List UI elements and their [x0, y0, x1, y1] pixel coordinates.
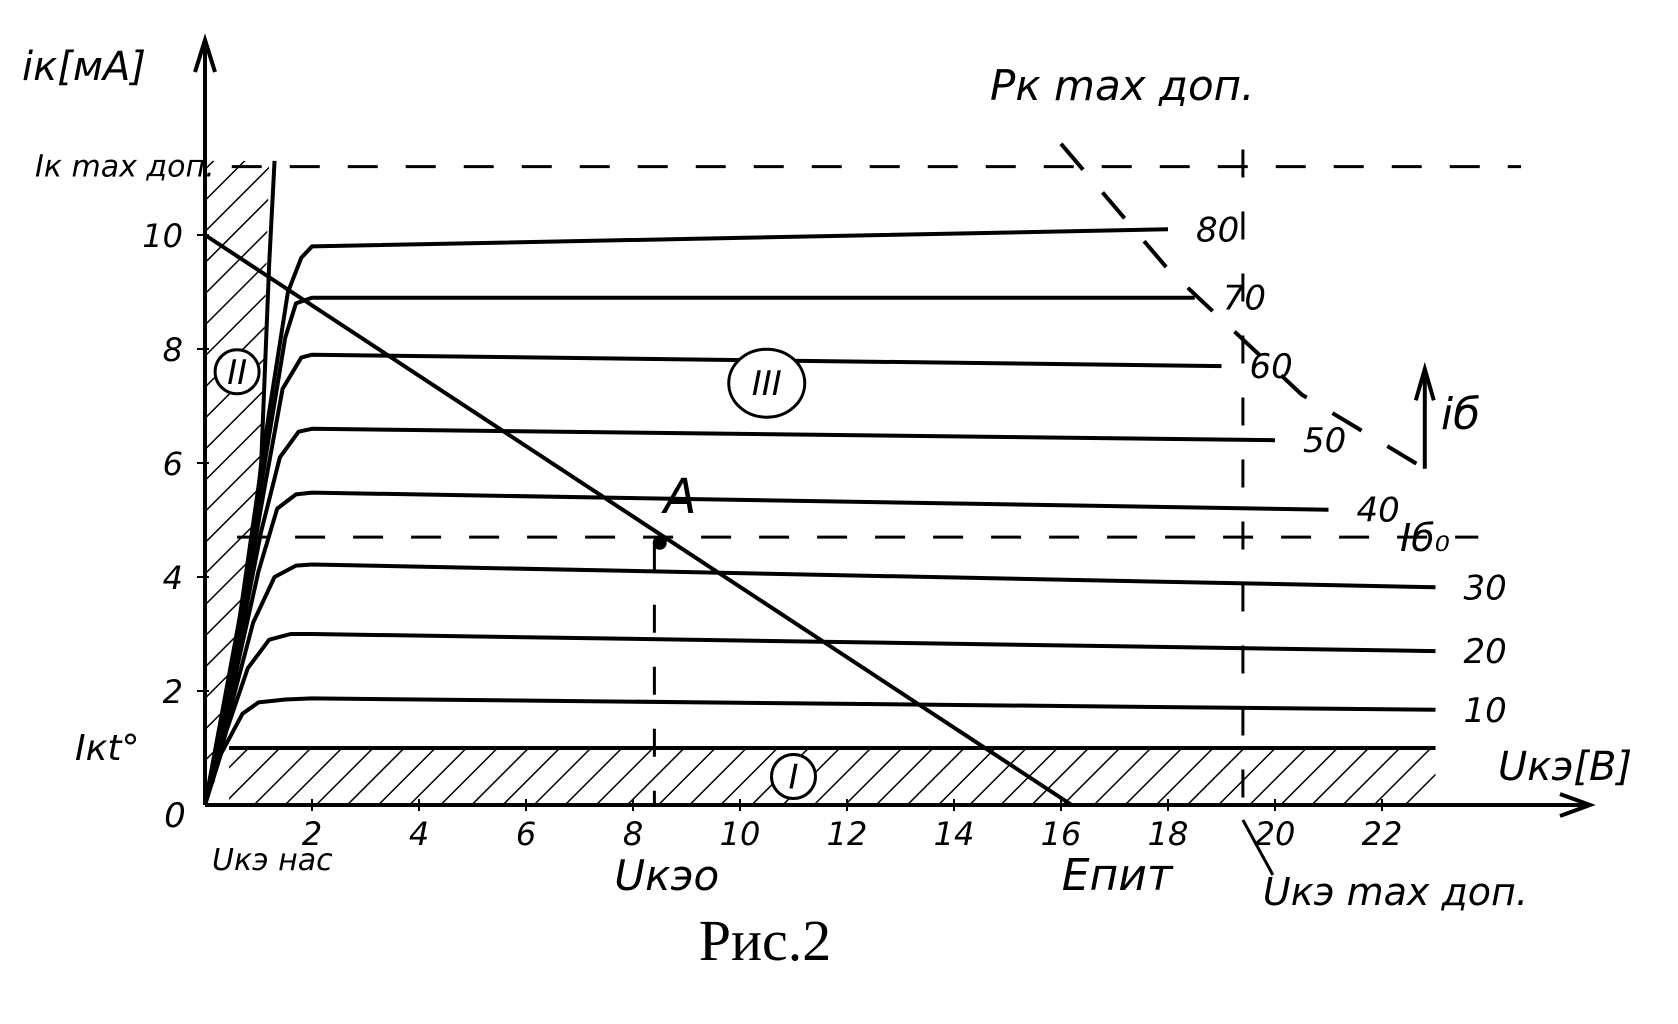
x-tick-label: 6 [516, 815, 536, 853]
ik-max-label: Iк max доп. [35, 150, 215, 185]
load-line [203, 233, 1073, 807]
region-iii-circle [727, 347, 807, 419]
curve-ib-40 [203, 490, 1329, 806]
x-tick-label: 16 [1041, 815, 1082, 853]
y-axis-arrow [193, 33, 217, 73]
pk-max-label: Pк max доп. [990, 61, 1254, 110]
curve-ib-70 [203, 295, 1195, 806]
y-tick-label: 4 [163, 559, 183, 597]
x-tick-label: 8 [623, 815, 643, 853]
origin-label: 0 [164, 796, 186, 836]
x-axis-title: Uкэ[В] [1498, 744, 1632, 790]
curve-label-30: 30 [1464, 568, 1507, 608]
uke-sat-label: Uкэ нас [212, 843, 333, 878]
region-i-hatch [229, 748, 1436, 805]
region-i-label: I [788, 758, 798, 798]
curve-label-10: 10 [1464, 691, 1507, 731]
x-axis-arrow [1559, 792, 1596, 818]
x-tick-label: 18 [1148, 815, 1189, 853]
y-tick-label: 8 [163, 331, 183, 369]
pk-max-dashed-curve [1059, 142, 1426, 471]
region-ii-label: II [227, 353, 247, 393]
curve-label-50: 50 [1303, 421, 1346, 461]
x-tick-label: 10 [720, 815, 761, 853]
ib0-label: Iб₀ [1400, 516, 1450, 560]
x-tick-label: 4 [409, 815, 429, 853]
curve-ib-30 [203, 562, 1436, 806]
region-ii-circle [213, 348, 261, 396]
curve-ib-80 [203, 227, 1169, 806]
ib-arrow-head [1413, 361, 1436, 401]
curve-label-20: 20 [1464, 632, 1507, 672]
operating-point-a [652, 535, 667, 550]
region-i-circle [770, 753, 817, 800]
x-tick-label: 12 [827, 815, 868, 853]
region-iii-label: III [752, 364, 782, 404]
ik0-label: Iкt° [75, 728, 139, 769]
x-tick-label: 2 [302, 815, 322, 853]
y-axis-title: iк[мА] [22, 44, 146, 90]
curve-ib-60 [203, 352, 1222, 806]
region-ii-hatch [205, 160, 270, 805]
uke-max-label: Uкэ max доп. [1263, 870, 1528, 914]
x-tick-label: 22 [1362, 815, 1403, 853]
figure-caption: Рис.2 [699, 908, 832, 973]
y-tick-label: 10 [142, 217, 183, 255]
curve-label-40: 40 [1357, 491, 1400, 531]
x-tick-label: 20 [1255, 815, 1296, 853]
curve-label-80: 80 [1196, 210, 1239, 250]
ukeo-label: Uкэо [614, 851, 719, 900]
operating-point-label: A [661, 469, 697, 525]
y-tick-label: 2 [163, 673, 183, 711]
x-tick-label: 14 [934, 815, 975, 853]
ib-family-label: iб [1441, 389, 1480, 440]
y-tick-label: 6 [163, 445, 183, 483]
uke-max-pointer [1241, 819, 1275, 876]
supply-voltage-label: Eпит [1062, 850, 1174, 901]
